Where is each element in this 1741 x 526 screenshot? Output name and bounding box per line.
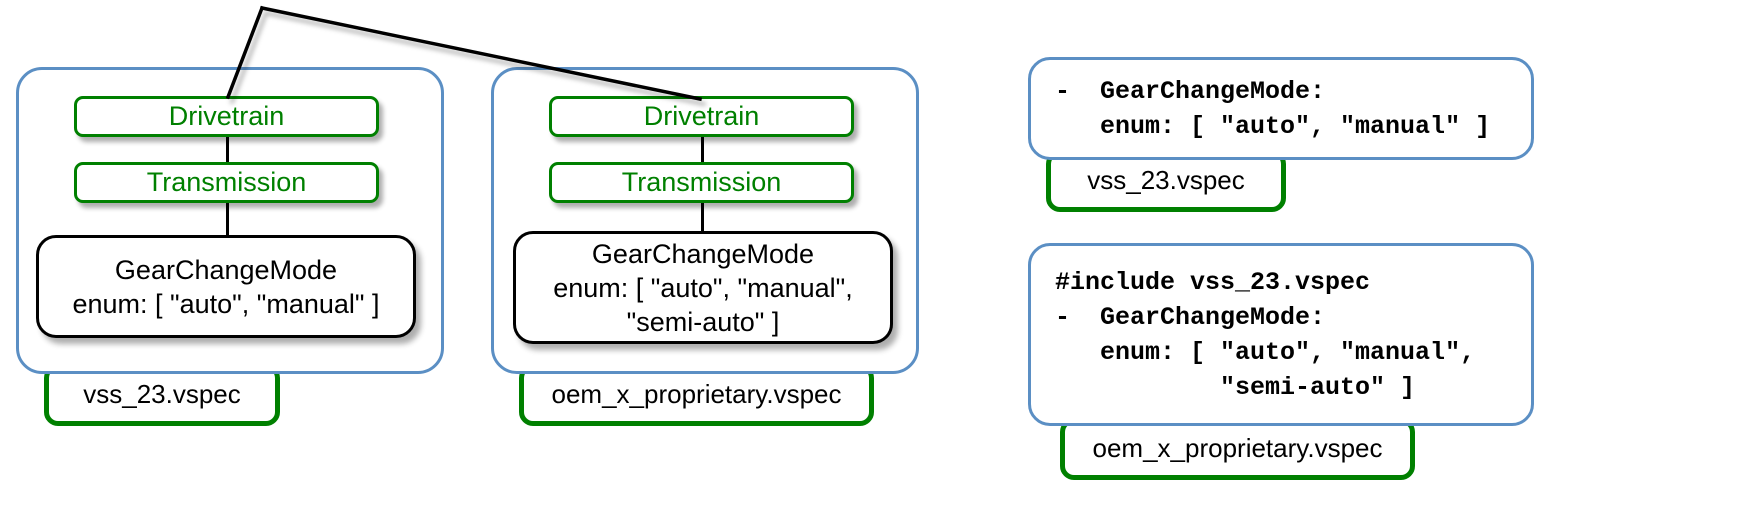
tree-node-leaf-line-2: enum: [ "auto", "manual", (553, 272, 853, 303)
tree-node-leaf-line-2: enum: [ "auto", "manual" ] (72, 288, 380, 319)
file-tab-vss23-code: vss_23.vspec (1046, 150, 1286, 212)
file-tab-label: oem_x_proprietary.vspec (1092, 432, 1383, 463)
tree-node-leaf-line-1: GearChangeMode (591, 238, 815, 269)
code-panel-vss23[interactable]: - GearChangeMode: enum: [ "auto", "manua… (1028, 57, 1534, 160)
tree-node-leaf-line-3: "semi-auto" ] (626, 306, 780, 337)
code-line: #include vss_23.vspec (1055, 267, 1371, 297)
code-line: enum: [ "auto", "manual" ] (1055, 111, 1491, 141)
tree-node-transmission[interactable]: Transmission (74, 162, 379, 203)
tree-node-drivetrain[interactable]: Drivetrain (549, 96, 854, 137)
tree-node-label: Drivetrain (168, 101, 285, 131)
code-panel-oemx[interactable]: #include vss_23.vspec - GearChangeMode: … (1028, 243, 1534, 426)
tree-node-drivetrain[interactable]: Drivetrain (74, 96, 379, 137)
tree-node-leaf-line-1: GearChangeMode (114, 254, 338, 285)
code-line: enum: [ "auto", "manual", (1055, 337, 1476, 367)
code-line: - GearChangeMode: (1055, 76, 1326, 106)
tree-node-label: Transmission (621, 167, 782, 197)
tree-edge-transmission-gearchangemode (701, 198, 704, 234)
tree-node-gearchangemode[interactable]: GearChangeMode enum: [ "auto", "manual",… (513, 231, 893, 344)
file-tab-label: oem_x_proprietary.vspec (551, 378, 842, 409)
code-line: - GearChangeMode: (1055, 302, 1326, 332)
tree-edge-transmission-gearchangemode (226, 198, 229, 240)
code-line: "semi-auto" ] (1055, 372, 1416, 402)
file-tab-label: vss_23.vspec (83, 378, 241, 409)
file-tab-label: vss_23.vspec (1087, 164, 1245, 195)
file-tab-oemx-code: oem_x_proprietary.vspec (1060, 418, 1415, 480)
tree-edge-drivetrain-transmission (226, 132, 229, 168)
tree-node-label: Drivetrain (643, 101, 760, 131)
file-tab-oemx-tree: oem_x_proprietary.vspec (519, 364, 874, 426)
tree-node-gearchangemode[interactable]: GearChangeMode enum: [ "auto", "manual" … (36, 235, 416, 338)
tree-node-label: Transmission (146, 167, 307, 197)
tree-node-transmission[interactable]: Transmission (549, 162, 854, 203)
tree-edge-drivetrain-transmission (701, 132, 704, 168)
